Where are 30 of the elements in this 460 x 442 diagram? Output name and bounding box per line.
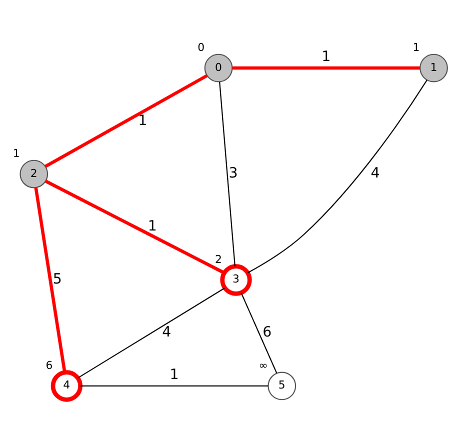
node-label: 6 bbox=[46, 359, 53, 372]
node-circle: 0 bbox=[204, 54, 233, 82]
edge-label: 4 bbox=[162, 324, 172, 341]
edge-label: 4 bbox=[370, 166, 380, 182]
connector bbox=[34, 187, 66, 372]
edge-label: 1 bbox=[322, 48, 331, 65]
node-circle: 3 bbox=[220, 264, 252, 296]
connector bbox=[219, 82, 236, 266]
node-circle: 1 bbox=[420, 54, 448, 82]
node-circle: 5 bbox=[268, 372, 296, 400]
edge-label: 1 bbox=[170, 366, 179, 383]
node-label: 0 bbox=[198, 41, 205, 54]
connector bbox=[44, 180, 225, 274]
node-label: ∞ bbox=[258, 359, 268, 372]
connector bbox=[240, 292, 278, 374]
node-label: 1 bbox=[412, 41, 420, 54]
node-circle: 2 bbox=[20, 160, 48, 188]
edge-label: 5 bbox=[52, 272, 62, 288]
connector bbox=[248, 80, 428, 274]
node-circle: 4 bbox=[50, 370, 82, 402]
edge-label: 1 bbox=[138, 112, 148, 129]
connector bbox=[80, 385, 268, 387]
node-label: 1 bbox=[12, 147, 20, 160]
connector bbox=[44, 74, 208, 168]
connector bbox=[232, 66, 420, 70]
node-label: 2 bbox=[215, 253, 222, 266]
edge-label: 3 bbox=[228, 166, 238, 182]
connector bbox=[78, 288, 225, 378]
edge-label: 6 bbox=[262, 324, 272, 341]
edge-label: 1 bbox=[148, 218, 157, 235]
